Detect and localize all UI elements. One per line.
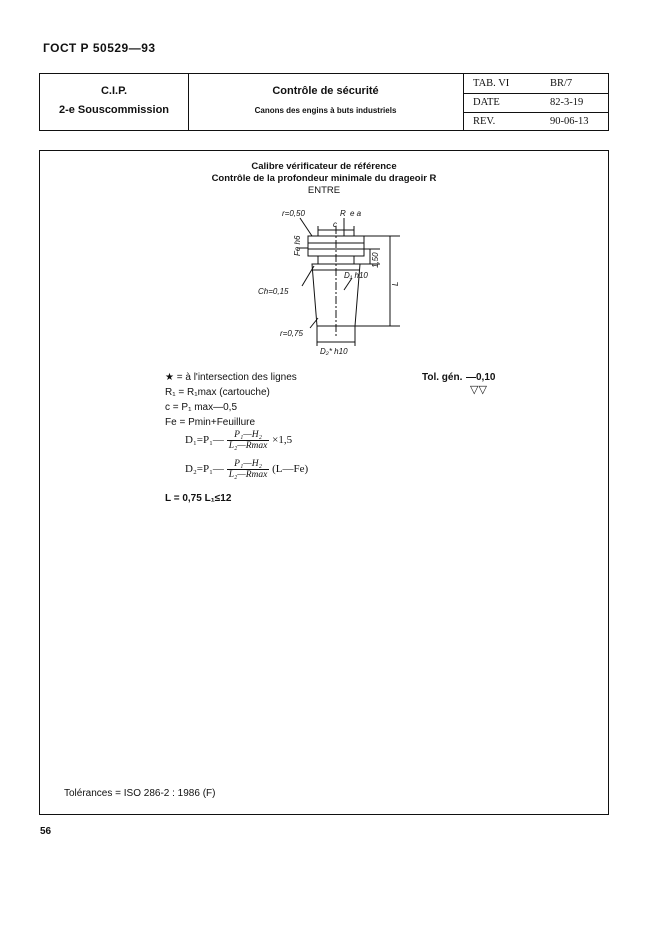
d1-h10-label: D₁ h10: [344, 271, 368, 280]
center-title: Contrôle de sécurité: [272, 85, 379, 97]
length-note: L = 0,75 L₁≤12: [165, 493, 232, 504]
surface-finish-symbol: ▽▽: [470, 384, 487, 396]
meta-divider: [463, 93, 608, 94]
meta-value: BR/7: [550, 78, 573, 89]
content-frame: Calibre vérificateur de référence Contrô…: [39, 150, 609, 815]
formula-d2-fraction: P₁—H₂ L₂—Rmax: [226, 459, 270, 480]
header-divider: [463, 74, 464, 130]
drawing-subtitle: Contrôle de la profondeur minimale du dr…: [211, 173, 437, 184]
formula-d1-numerator: P₁—H₂: [226, 430, 270, 441]
meta-value: 82-3-19: [550, 97, 584, 108]
dim-1-50-label: 1,50: [371, 252, 380, 268]
chamfer-label: Ch=0,15: [258, 287, 289, 296]
tolerance-value: —0,10: [466, 372, 496, 383]
tolerance-label: Tol. gén.: [422, 372, 463, 383]
header-table: C.I.P. 2-e Souscommission Contrôle de sé…: [39, 73, 609, 131]
c-note: c = P₁ max—0,5: [165, 402, 238, 413]
header-divider: [188, 74, 189, 130]
r1-label: R: [340, 209, 346, 218]
formula-d2-lhs: D₂=P₁—: [185, 463, 224, 476]
meta-label: DATE: [473, 97, 500, 108]
meta-label: REV.: [473, 116, 496, 127]
meta-label: TAB. VI: [473, 78, 510, 89]
formula-d1-denominator: L₂—Rmax: [228, 441, 268, 451]
document-code: ГОСТ Р 50529—93: [43, 41, 156, 55]
formula-d2-rhs: (L—Fe): [272, 463, 309, 476]
e-a-label: e a: [350, 209, 362, 218]
formula-d1-fraction: P₁—H₂ L₂—Rmax: [226, 430, 270, 451]
formula-d1-lhs: D₁=P₁—: [185, 434, 224, 447]
left-subtitle: 2-e Souscommission: [58, 104, 170, 116]
c-label: c: [333, 220, 337, 229]
radius-top-label: r=0,50: [282, 209, 305, 218]
gauge-drawing: r=0,50 R e a c Fe h6 1,50 D₁ h10 L Ch=0,…: [258, 209, 400, 356]
center-subtitle: Canons des engins à buts industriels: [254, 106, 397, 115]
formula-d1-rhs: ×1,5: [272, 434, 293, 447]
footer-note: Tolérances = ISO 286-2 : 1986 (F): [64, 788, 216, 799]
formula-d1: D₁=P₁— P₁—H₂ L₂—Rmax ×1,5: [185, 430, 292, 451]
star-note: ★ = à l'intersection des lignes: [165, 372, 297, 383]
page-number: 56: [40, 826, 52, 837]
formula-d2-numerator: P₁—H₂: [226, 459, 270, 470]
left-title: C.I.P.: [100, 85, 128, 97]
drawing-mode: ENTRE: [307, 185, 341, 196]
length-label: L: [391, 282, 400, 286]
radius-bottom-label: r=0,75: [280, 329, 303, 338]
fe-note: Fe = Pmin+Feuillure: [165, 417, 256, 428]
meta-divider: [463, 112, 608, 113]
fe-h6-label: Fe h6: [293, 235, 302, 256]
meta-value: 90-06-13: [550, 116, 589, 127]
formula-d2-denominator: L₂—Rmax: [228, 470, 268, 480]
formula-d2: D₂=P₁— P₁—H₂ L₂—Rmax (L—Fe): [185, 459, 308, 480]
d2-h10-label: D₂* h10: [320, 347, 348, 356]
drawing-title: Calibre vérificateur de référence: [251, 161, 397, 172]
r1-note: R₁ = R₁max (cartouche): [165, 387, 270, 398]
